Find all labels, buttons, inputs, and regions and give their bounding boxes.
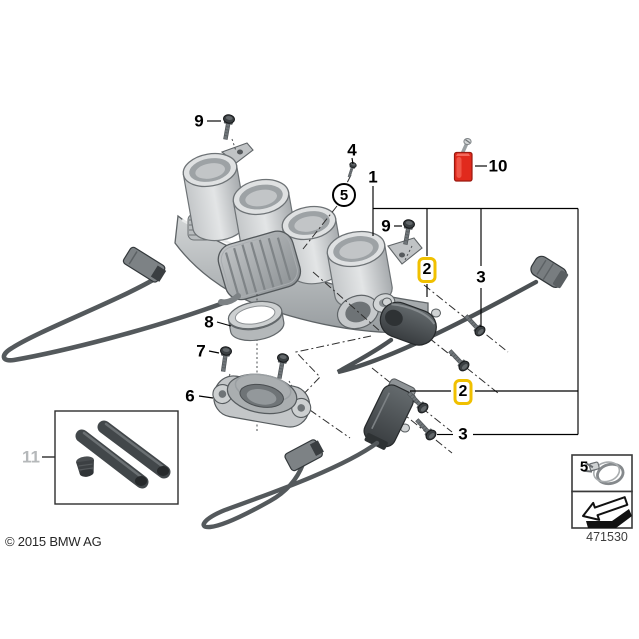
micro-encapsulated-screw-icon [453, 138, 473, 182]
callout-7[interactable]: 7 [196, 341, 206, 361]
callout-11[interactable]: 11 [22, 447, 40, 467]
clamping-ring [227, 300, 285, 342]
callout-9-side[interactable]: 9 [381, 216, 391, 236]
right-sensor-cable [336, 279, 539, 375]
callout-9-top[interactable]: 9 [194, 111, 204, 131]
connector-plug-right [530, 255, 569, 289]
leader-lines [42, 120, 579, 458]
left-sensor-cable [1, 246, 229, 363]
callout-10[interactable]: 10 [488, 156, 508, 176]
callout-6[interactable]: 6 [185, 386, 195, 406]
connector-plug [122, 246, 167, 283]
throttle-position-sensor [379, 297, 441, 346]
callout-4[interactable]: 4 [347, 140, 357, 160]
idle-actuator-sensor [363, 378, 416, 450]
actuator-housing [217, 230, 302, 301]
repair-kit-box [54, 410, 179, 505]
callout-8[interactable]: 8 [204, 312, 214, 332]
intake-flange [212, 373, 312, 428]
legend-clamp-number: 5 [579, 458, 589, 476]
repair-kit-plug [76, 456, 94, 477]
callout-2-upper[interactable]: 2 [417, 257, 437, 283]
callout-3-upper[interactable]: 3 [476, 267, 486, 287]
hose-clamp-icon [583, 461, 625, 486]
repair-kit-hoses [75, 420, 171, 489]
direction-arrow-icon [582, 496, 632, 528]
connector-plug-lower [284, 439, 324, 472]
diagram-number: 471530 [586, 530, 628, 544]
copyright-text: © 2015 BMW AG [5, 534, 102, 549]
callout-5-circled[interactable]: 5 [332, 183, 356, 207]
lower-sensor-cable [201, 439, 380, 530]
hose-stub [218, 293, 241, 306]
callout-2-lower[interactable]: 2 [453, 379, 473, 405]
callout-3-lower[interactable]: 3 [458, 424, 468, 444]
legend [571, 454, 633, 529]
callout-1[interactable]: 1 [368, 167, 378, 187]
